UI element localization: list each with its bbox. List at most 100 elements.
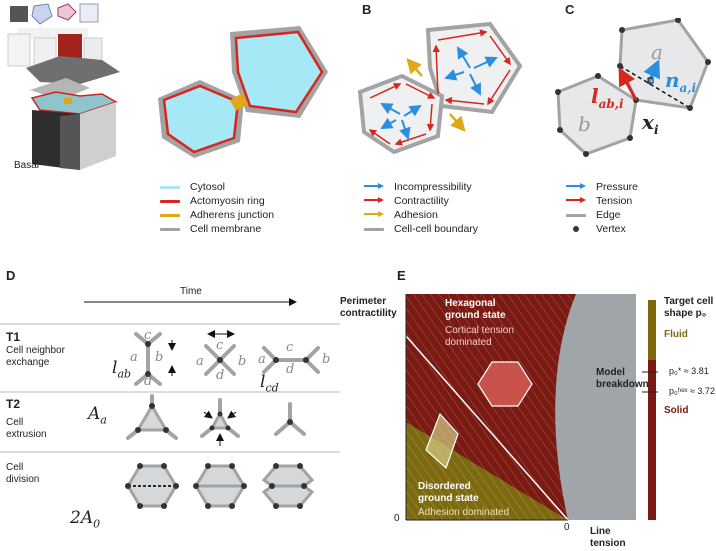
- legend-swatch: [160, 199, 180, 203]
- adherens-junction: [229, 93, 249, 111]
- region-breakdown: [555, 294, 636, 520]
- thumb-3: [57, 3, 77, 21]
- x-axis-label-2: tension: [590, 538, 626, 549]
- cell-stack-3d: [26, 56, 120, 170]
- letter-b: b: [155, 350, 164, 365]
- shrink-arrow: [227, 410, 237, 419]
- p-star-label: p₀* ≈ 3.81: [669, 366, 709, 376]
- t2-triangle-small: [209, 410, 231, 430]
- legend-label: Adherens junction: [190, 209, 275, 221]
- y-axis-label-1: Perimeter: [340, 296, 387, 307]
- tension-vector: [618, 67, 638, 101]
- basal-label: Basal: [14, 160, 40, 171]
- t1-title: T1: [6, 330, 21, 344]
- solid-label: Solid: [664, 405, 689, 416]
- disordered-title-1: Disordered: [418, 481, 471, 492]
- vertex-dot: [135, 427, 141, 433]
- t2-desc-1: Cell: [6, 417, 24, 428]
- normal-vector: [643, 59, 660, 85]
- legend-swatch: [364, 227, 384, 231]
- cell-side: [80, 102, 116, 170]
- t1-desc-2: exchange: [6, 357, 50, 368]
- letter-c: c: [286, 340, 294, 355]
- phase-regions: [406, 294, 636, 520]
- l-ab-symbol: l: [112, 358, 118, 378]
- two-a0-subscript: 0: [93, 517, 101, 531]
- legend-swatch: [160, 213, 180, 217]
- y-zero-label: 0: [394, 513, 400, 524]
- vertex-dot: [217, 357, 223, 363]
- disordered-title-2: ground state: [418, 493, 479, 504]
- panel-letter-e: E: [397, 268, 406, 283]
- disordered-sub: Adhesion dominated: [418, 507, 510, 518]
- letter-a: a: [196, 354, 204, 369]
- topological-transitions: [0, 298, 340, 509]
- legend-c-item: Edge: [566, 208, 638, 222]
- letter-d: d: [144, 374, 153, 389]
- vertex-geometry-illustration: [555, 18, 711, 157]
- letter-a: a: [258, 352, 266, 367]
- right-angle-mark: [647, 77, 654, 84]
- colorbar-title-1: Target cell: [664, 296, 714, 307]
- l-symbol: l: [591, 84, 599, 108]
- l-cd-subscript: cd: [265, 381, 279, 395]
- thumb-doc-1: [7, 33, 31, 67]
- legend-b-item: Cell-cell boundary: [364, 222, 478, 236]
- legend-label: Tension: [596, 195, 633, 207]
- legend-label: Actomyosin ring: [190, 195, 265, 207]
- breakdown-label-2: breakdown: [596, 379, 649, 390]
- vertex-dot: [149, 403, 155, 409]
- t1-state-2: [204, 344, 236, 376]
- adhesion-arrows: [406, 58, 466, 132]
- legend-a-item: Actomyosin ring: [160, 194, 274, 208]
- letter-b: b: [322, 352, 331, 367]
- legend-c-item: Pressure: [566, 180, 638, 194]
- forces-illustration: [357, 21, 523, 155]
- legend-label: Pressure: [596, 181, 639, 193]
- two-a0-symbol: 2A: [70, 508, 94, 528]
- legend-b: Incompressibility Contractility Adhesion…: [364, 180, 478, 236]
- legend-label: Contractility: [394, 195, 449, 207]
- l-cd-label: lcd: [260, 372, 279, 394]
- legend-swatch: [566, 213, 586, 217]
- thumb-4: [79, 3, 99, 23]
- arrow-icon: [364, 208, 384, 222]
- irregular-shape-icon: [425, 412, 459, 470]
- division-desc-1: Cell: [6, 462, 24, 473]
- legend-label: Cell membrane: [190, 223, 262, 235]
- l-ab-label: lab: [112, 358, 131, 380]
- top-cell: [26, 56, 120, 84]
- vertex-dot: [303, 357, 309, 363]
- l-subscript: ab,i: [598, 97, 624, 111]
- panel-letter-c: C: [565, 2, 575, 17]
- colorbar-title-2: shape p₀: [664, 308, 707, 319]
- legend-swatch: [160, 185, 180, 189]
- vertex-dot: [209, 425, 215, 431]
- t2-triangle-large: [135, 403, 169, 432]
- vertex-dot: [273, 357, 279, 363]
- l-ab-subscript: ab: [117, 367, 132, 381]
- t2-title: T2: [6, 397, 21, 411]
- cell-right-cytosol: [234, 30, 324, 114]
- panel-letter-d: D: [6, 268, 16, 283]
- division-vertex-dots: [125, 463, 307, 509]
- n-symbol: n: [665, 68, 680, 92]
- cell-mid: [60, 114, 80, 170]
- letter-a: a: [130, 350, 138, 365]
- legend-label: Cell-cell boundary: [394, 223, 479, 235]
- legend-swatch: [160, 227, 180, 231]
- vertex-dot: [145, 341, 151, 347]
- n-vector-label: na,i: [665, 68, 696, 95]
- p-hex-label: p₀ʰᵉˣ ≈ 3.72: [669, 386, 715, 396]
- thumb-2: [31, 3, 53, 25]
- phase-diagram: [405, 294, 658, 521]
- shrink-arrow: [203, 410, 213, 419]
- letter-b: b: [238, 354, 247, 369]
- hex-title-1: Hexagonal: [445, 298, 496, 309]
- time-label: Time: [180, 286, 202, 297]
- vertex-dot: [217, 411, 223, 417]
- x-subscript: i: [653, 123, 659, 137]
- legend-label: Incompressibility: [394, 181, 472, 193]
- x-axis-label-1: Line: [590, 526, 611, 537]
- apical-layer: [30, 91, 118, 115]
